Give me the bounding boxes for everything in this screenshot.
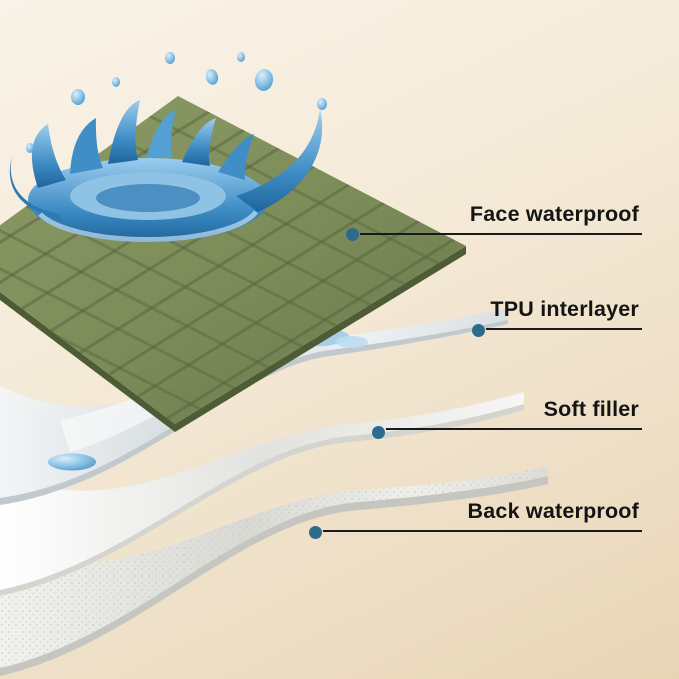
flying-droplets xyxy=(26,52,327,153)
layer-dot-face-icon xyxy=(346,228,359,241)
layer-dot-back-icon xyxy=(309,526,322,539)
callout-back-waterproof: Back waterproof xyxy=(309,496,642,539)
layer-dot-filler-icon xyxy=(372,426,385,439)
back-waterproof-layer xyxy=(0,466,548,676)
layer-dot-tpu-icon xyxy=(472,324,485,337)
callout-face-waterproof: Face waterproof xyxy=(346,199,642,241)
label-face-waterproof: Face waterproof xyxy=(469,202,639,226)
soft-filler-layer xyxy=(0,392,524,596)
water-splash xyxy=(9,52,327,243)
label-back-waterproof: Back waterproof xyxy=(467,499,639,523)
callout-tpu-interlayer: TPU interlayer xyxy=(472,294,642,337)
label-soft-filler: Soft filler xyxy=(543,397,639,421)
face-fabric-layer xyxy=(0,96,466,432)
label-tpu-interlayer: TPU interlayer xyxy=(490,297,639,321)
callout-soft-filler: Soft filler xyxy=(372,394,642,439)
